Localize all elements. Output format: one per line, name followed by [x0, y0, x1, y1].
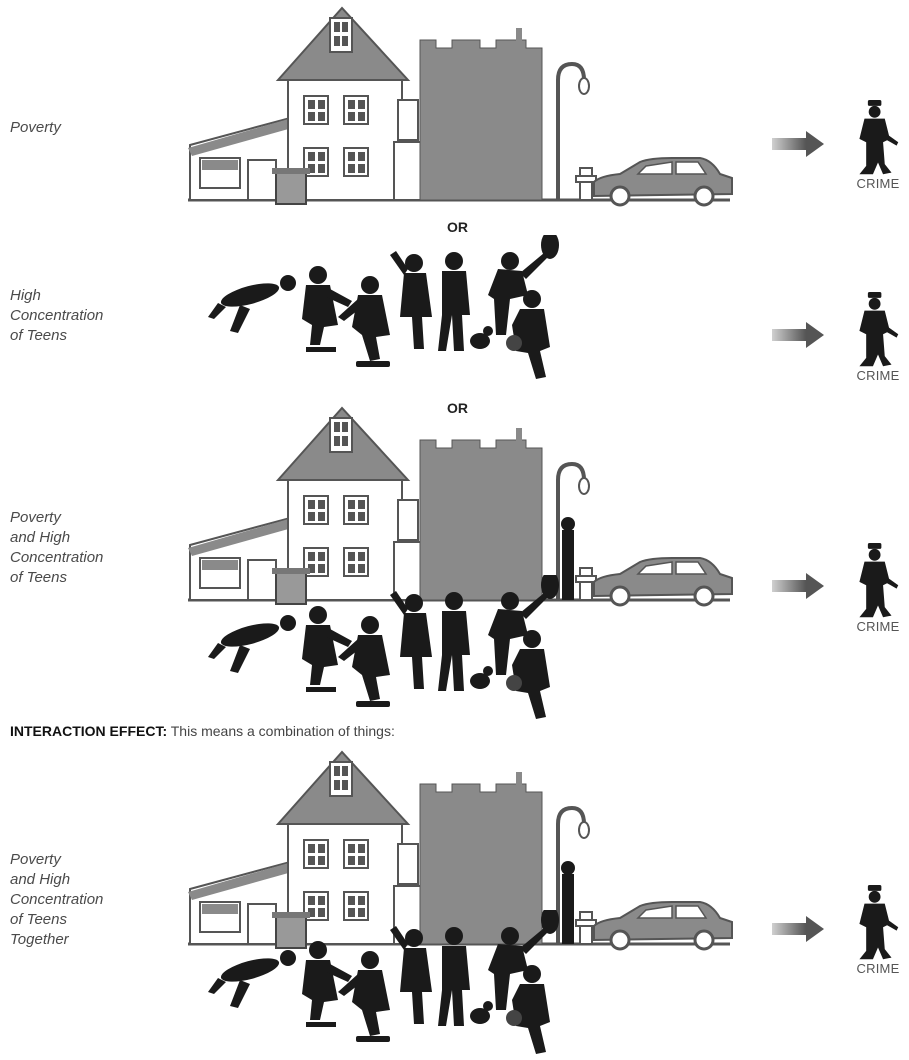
crime-label: CRIME	[848, 619, 908, 634]
row-label-poverty: Poverty	[10, 118, 61, 138]
crime-outcome: CRIME	[848, 885, 908, 976]
teens-illustration	[180, 910, 740, 1060]
teens-illustration	[180, 575, 740, 725]
police-officer-icon	[848, 885, 908, 961]
row-label-together: Poverty and High Concentration of Teens …	[10, 850, 103, 950]
interaction-heading: INTERACTION EFFECT:	[10, 723, 167, 739]
crime-label: CRIME	[848, 176, 908, 191]
arrow-right-icon	[772, 573, 824, 599]
neighborhood-illustration	[180, 0, 740, 210]
interaction-effect-caption: INTERACTION EFFECT: This means a combina…	[10, 723, 395, 739]
teens-illustration	[180, 235, 740, 385]
interaction-text: This means a combination of things:	[167, 723, 395, 739]
arrow-right-icon	[772, 131, 824, 157]
row-label-poverty-and-teens: Poverty and High Concentration of Teens	[10, 508, 103, 588]
or-separator: OR	[447, 219, 468, 235]
crime-outcome: CRIME	[848, 100, 908, 191]
crime-label: CRIME	[848, 368, 908, 383]
police-officer-icon	[848, 543, 908, 619]
crime-label: CRIME	[848, 961, 908, 976]
crime-outcome: CRIME	[848, 543, 908, 634]
crime-outcome: CRIME	[848, 292, 908, 383]
police-officer-icon	[848, 100, 908, 176]
row-label-teens: High Concentration of Teens	[10, 286, 103, 346]
police-officer-icon	[848, 292, 908, 368]
arrow-right-icon	[772, 322, 824, 348]
arrow-right-icon	[772, 916, 824, 942]
